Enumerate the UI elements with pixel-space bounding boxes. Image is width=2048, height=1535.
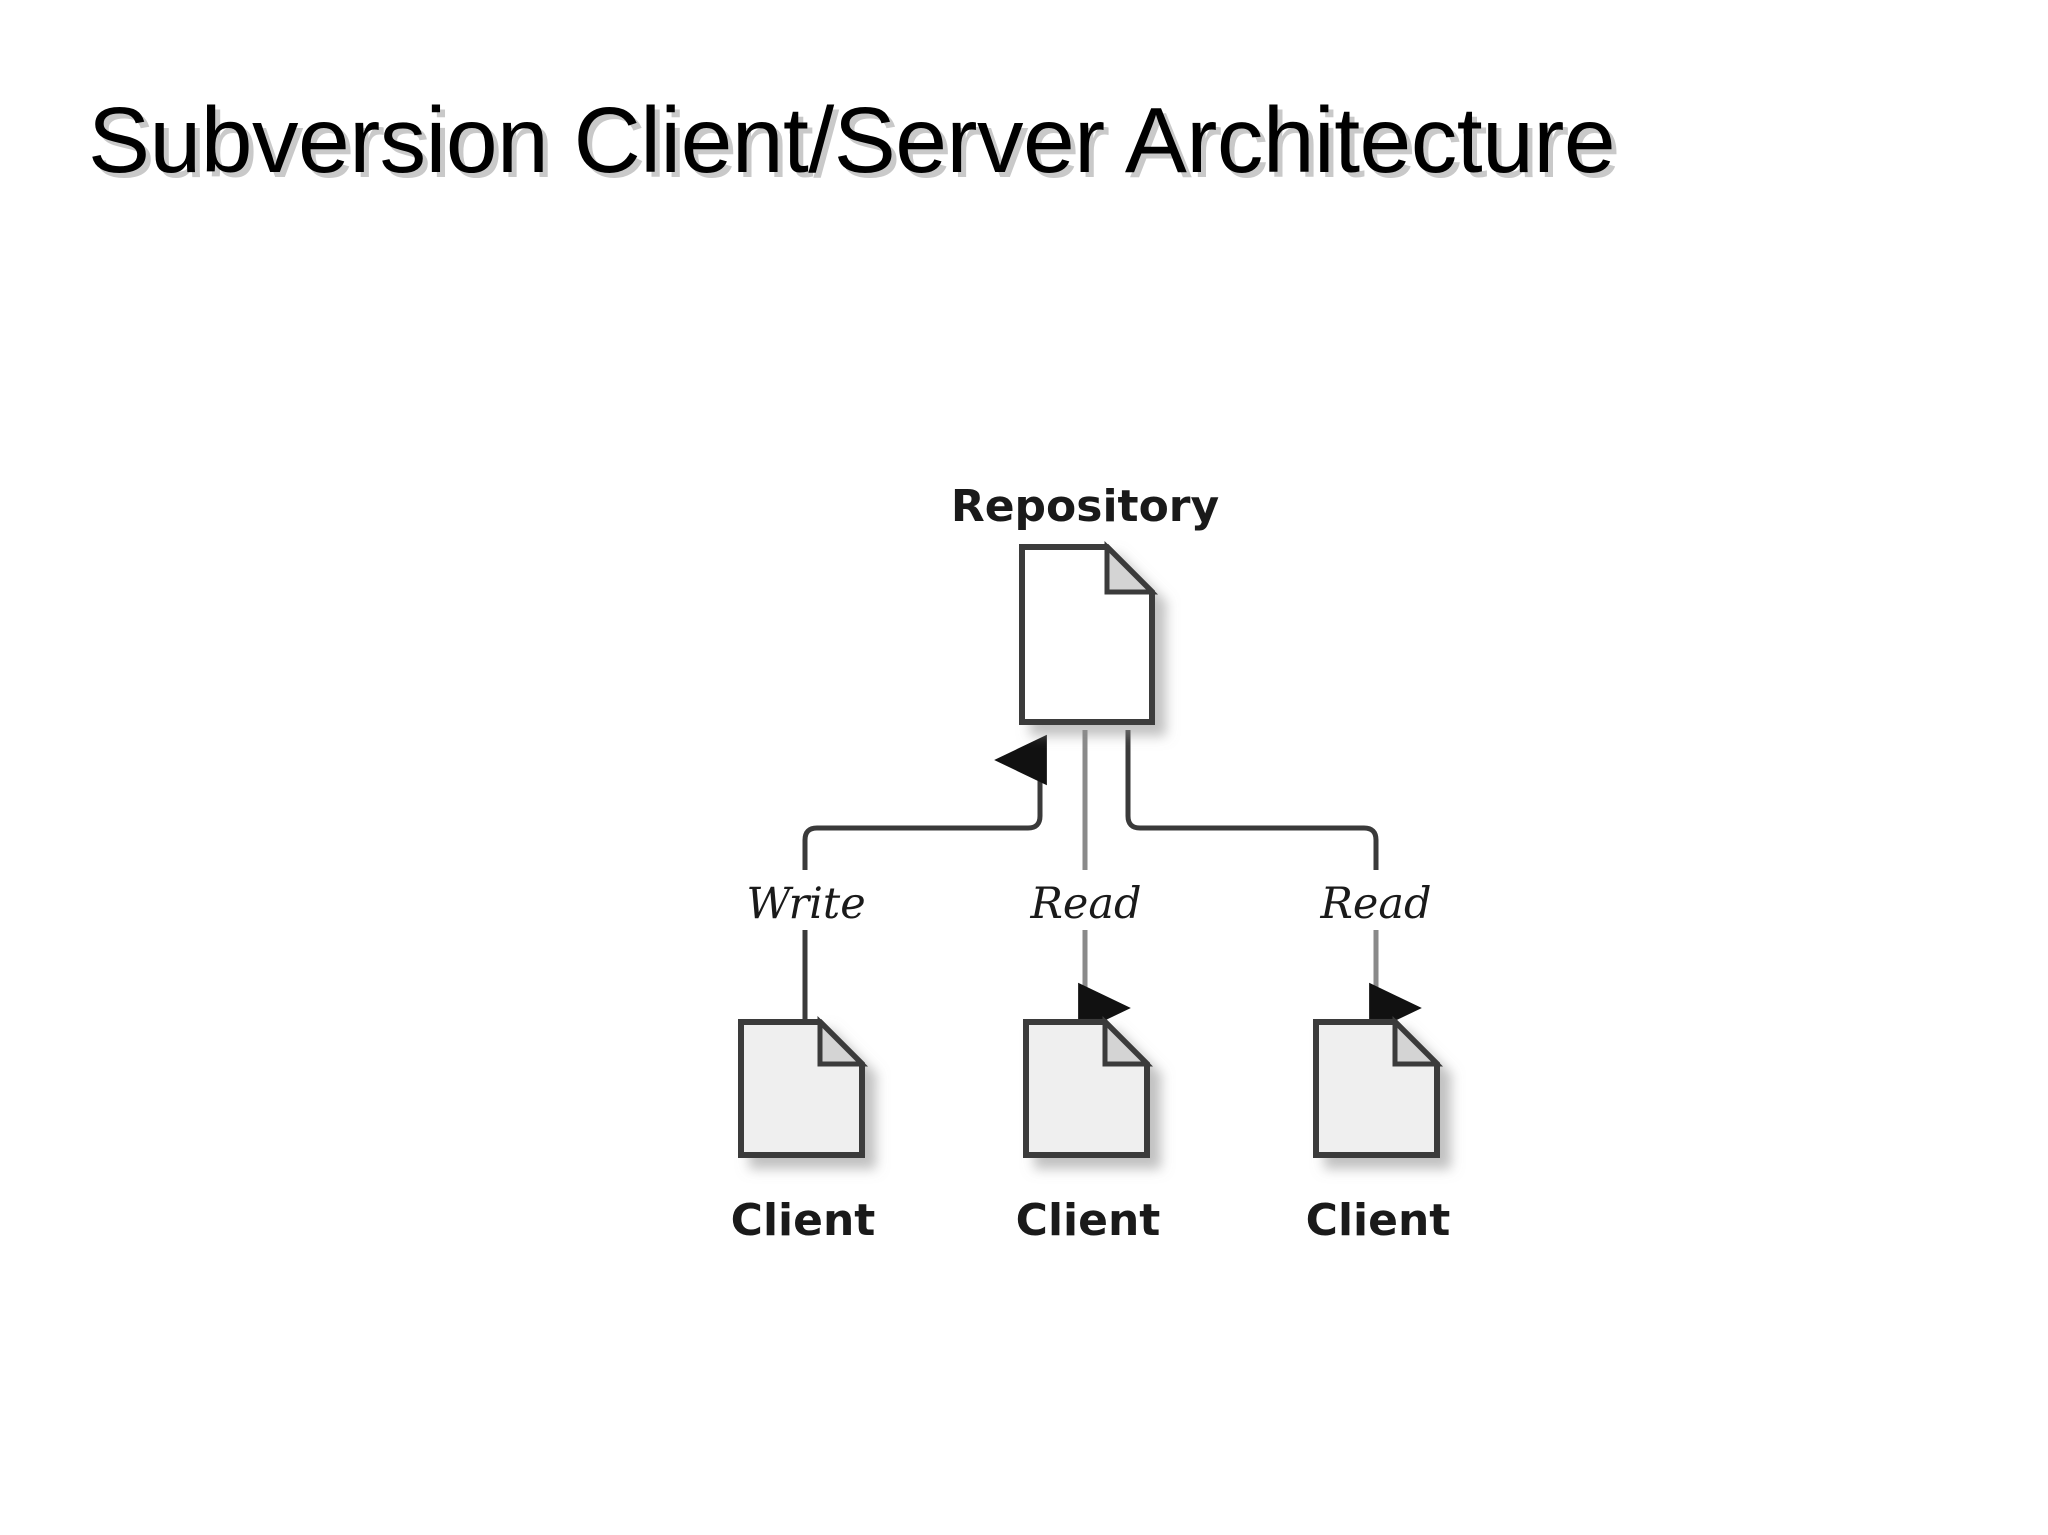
page-title: Subversion Client/Server Architecture [88,88,1616,192]
client-right-node[interactable]: Client [1306,1015,1451,1246]
client-document-icon [738,1015,869,1158]
repository-label: Repository [951,481,1219,532]
edge-label-read-middle: Read [1030,879,1142,929]
edge-label-read-right: Read [1320,879,1432,929]
client-middle-node[interactable]: Client [1016,1015,1161,1246]
repository-node[interactable]: Repository [951,481,1219,725]
edge-read-right[interactable] [1125,730,1422,1034]
edge-label-group: Write Read Read [745,872,1432,930]
repository-document-icon [1019,540,1159,725]
edge-write[interactable] [802,734,1047,1020]
client-document-icon [1023,1015,1154,1158]
client-document-icon [1313,1015,1444,1158]
client-left-label: Client [731,1195,876,1246]
edge-label-write: Write [746,879,865,929]
client-right-label: Client [1306,1195,1451,1246]
client-middle-label: Client [1016,1195,1161,1246]
client-left-node[interactable]: Client [731,1015,876,1246]
connector-group [802,730,1422,1034]
